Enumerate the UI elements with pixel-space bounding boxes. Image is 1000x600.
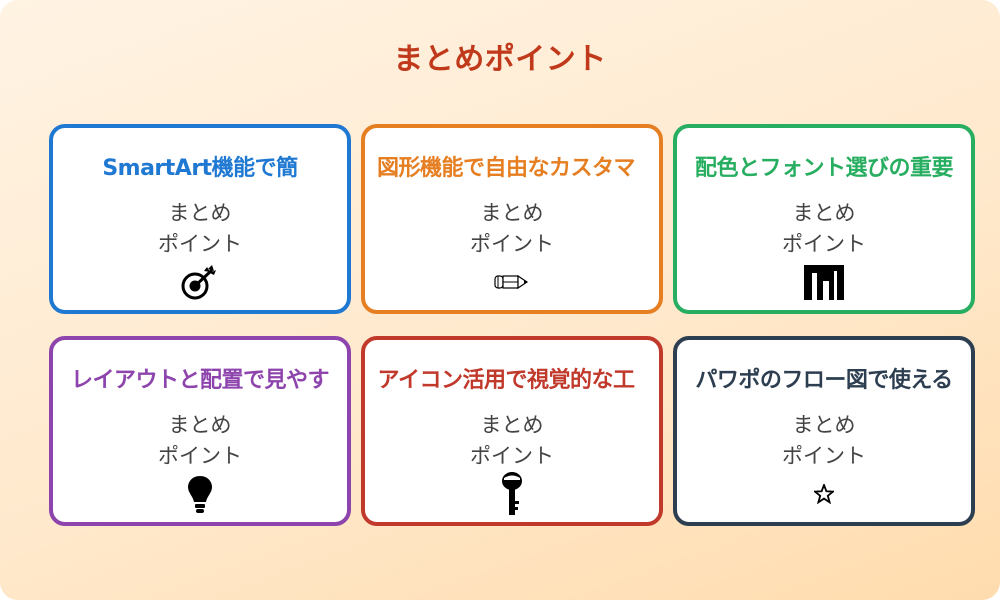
card-subtitle-line2: ポイント xyxy=(470,444,554,468)
card-subtitle-line2: ポイント xyxy=(782,444,866,468)
card-title: パワポのフロー図で使える xyxy=(695,368,953,393)
page-title: まとめポイント xyxy=(393,42,607,77)
card-title: レイアウトと配置で見やす xyxy=(70,368,330,393)
card-title: 図形機能で自由なカスタマ xyxy=(376,156,636,181)
card-subtitle: まとめ ポイント xyxy=(365,198,659,260)
card-subtitle-line1: まとめ xyxy=(480,413,544,437)
card-subtitle: まとめ ポイント xyxy=(677,198,971,260)
card-title: SmartArt機能で簡 xyxy=(102,156,298,181)
card-subtitle-line2: ポイント xyxy=(470,232,554,256)
target-arrow-icon xyxy=(175,262,225,302)
card-subtitle-line2: ポイント xyxy=(158,232,242,256)
lightbulb-icon xyxy=(175,474,225,514)
card-subtitle-line1: まとめ xyxy=(792,201,856,225)
summary-card-colors-fonts: 配色とフォント選びの重要 まとめ ポイント xyxy=(673,124,975,314)
pencil-icon xyxy=(487,262,537,302)
star-icon xyxy=(799,474,849,514)
card-subtitle: まとめ ポイント xyxy=(53,198,347,260)
card-subtitle-line2: ポイント xyxy=(158,444,242,468)
summary-card-smartart: SmartArt機能で簡 まとめ ポイント xyxy=(49,124,351,314)
card-subtitle-line1: まとめ xyxy=(792,413,856,437)
summary-card-flowchart: パワポのフロー図で使える まとめ ポイント xyxy=(673,336,975,526)
card-title: アイコン活用で視覚的な工 xyxy=(377,368,635,393)
summary-card-icons: アイコン活用で視覚的な工 まとめ ポイント xyxy=(361,336,663,526)
bar-chart-icon xyxy=(799,262,849,302)
card-title: 配色とフォント選びの重要 xyxy=(694,156,954,181)
key-icon xyxy=(487,472,537,515)
card-subtitle: まとめ ポイント xyxy=(677,410,971,472)
card-subtitle: まとめ ポイント xyxy=(53,410,347,472)
summary-card-shapes: 図形機能で自由なカスタマ まとめ ポイント xyxy=(361,124,663,314)
card-subtitle: まとめ ポイント xyxy=(365,410,659,472)
card-subtitle-line1: まとめ xyxy=(168,413,232,437)
card-subtitle-line1: まとめ xyxy=(168,201,232,225)
summary-card-layout: レイアウトと配置で見やす まとめ ポイント xyxy=(49,336,351,526)
card-subtitle-line1: まとめ xyxy=(480,201,544,225)
card-subtitle-line2: ポイント xyxy=(782,232,866,256)
